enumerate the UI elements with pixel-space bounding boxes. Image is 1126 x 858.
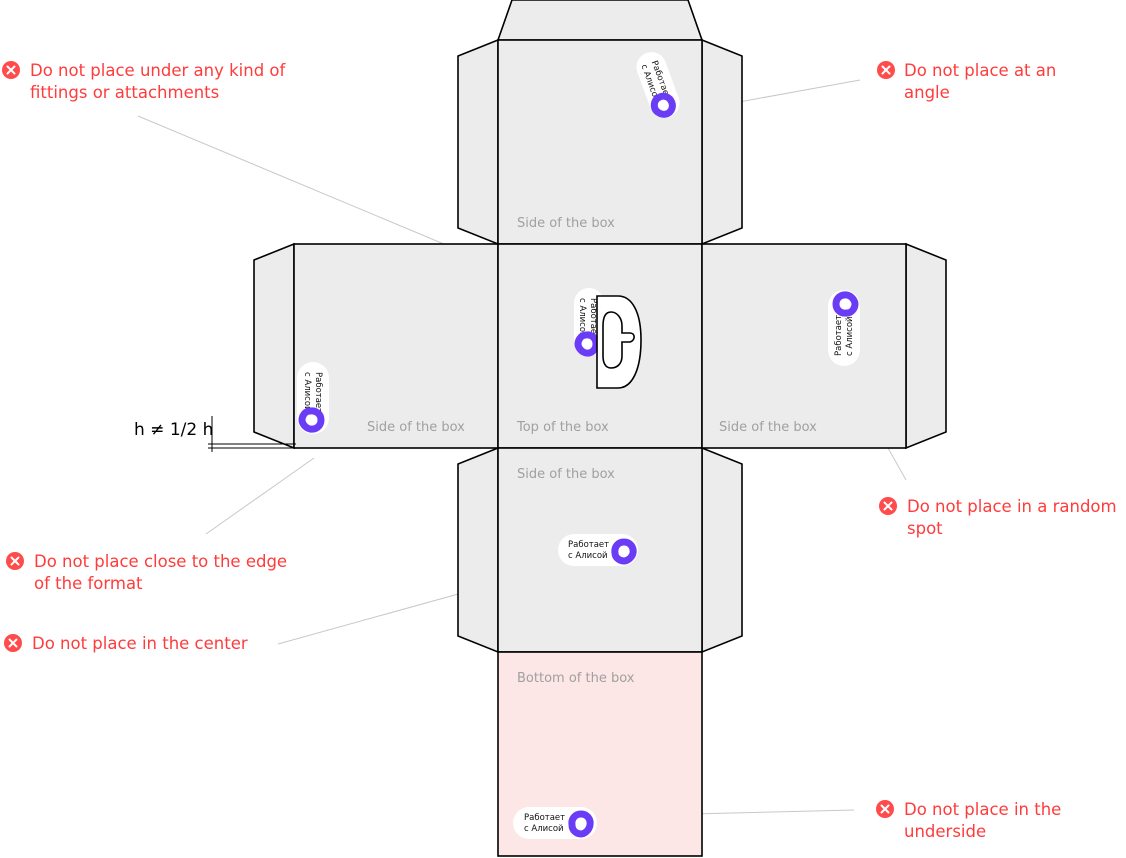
face-label-top: Top of the box xyxy=(516,420,609,435)
hanger-fitting-icon xyxy=(596,295,642,389)
hanger-slot xyxy=(602,311,635,369)
edge-measurement: h ≠ 1/2 h xyxy=(134,416,296,452)
panel-side-right xyxy=(701,243,907,449)
alice-logo-icon xyxy=(574,331,600,357)
warning-center: Do not place in the center xyxy=(4,634,248,653)
alice-logo-icon xyxy=(568,810,594,838)
badge-text-line1: Работает xyxy=(313,372,323,413)
warning-underside: Do not place in the underside xyxy=(876,800,1061,841)
badge-text-line1: Работает xyxy=(588,298,598,339)
badge-text-line2: с Алисой xyxy=(845,316,855,356)
warning-x-stroke xyxy=(8,638,18,648)
warning-text-line1: Do not place at an xyxy=(904,61,1056,80)
warning-x-stroke xyxy=(10,556,20,566)
warning-text-line2: fittings or attachments xyxy=(30,83,219,102)
badge-text-line2: с Алисой xyxy=(524,824,564,834)
warning-angle: Do not place at an angle xyxy=(877,61,1056,102)
warning-x-stroke xyxy=(6,65,16,75)
flaps xyxy=(253,0,947,654)
warning-text-line2: angle xyxy=(904,83,950,102)
face-label-side-lower: Side of the box xyxy=(517,467,615,482)
face-label-bottom: Bottom of the box xyxy=(517,671,635,686)
warning-random: Do not place in a random spot xyxy=(879,497,1117,538)
warning-text-line1: Do not place in the center xyxy=(32,634,248,653)
flap-lower-right xyxy=(701,446,743,654)
badge-text-line2: с Алисой xyxy=(302,372,312,412)
panels xyxy=(293,39,907,857)
face-label-side-right: Side of the box xyxy=(719,420,817,435)
warning-x-stroke xyxy=(880,804,890,814)
alice-logo-icon xyxy=(650,92,676,118)
face-label-side-left: Side of the box xyxy=(367,420,465,435)
alice-logo-icon xyxy=(611,538,637,565)
badge-edge: Работает с Алисой xyxy=(297,362,329,434)
flap-far-left xyxy=(253,242,295,450)
badge-text-line2: с Алисой xyxy=(568,551,608,561)
measurement-label: h ≠ 1/2 h xyxy=(134,420,213,440)
warning-x-stroke xyxy=(883,501,893,511)
leader-edge xyxy=(205,457,315,535)
badge-text-line2: с Алисой xyxy=(577,298,587,338)
flap-top xyxy=(496,0,704,41)
badge-text-line1: Работает xyxy=(568,540,609,550)
warning-text-line1: Do not place close to the edge xyxy=(34,552,287,571)
alice-logo-icon xyxy=(298,407,325,433)
badge-text-line1: Работает xyxy=(834,315,844,356)
warning-text-line2: underside xyxy=(904,822,986,841)
warning-text-line1: Do not place under any kind of xyxy=(30,61,287,80)
warning-text-line1: Do not place in a random xyxy=(907,497,1117,516)
face-labels: Side of the box Side of the box Top of t… xyxy=(367,216,817,686)
flap-lower-left xyxy=(457,446,499,654)
warning-fittings: Do not place under any kind of fittings … xyxy=(2,61,287,102)
badge-underside: Работает с Алисой xyxy=(513,807,597,839)
warning-text-line2: spot xyxy=(907,519,943,538)
flap-far-right xyxy=(905,242,947,450)
warning-edge: Do not place close to the edge of the fo… xyxy=(6,552,287,593)
badge-random: Работает с Алисой xyxy=(828,290,860,366)
warning-x-stroke xyxy=(881,65,891,75)
warning-text-line1: Do not place in the xyxy=(904,800,1061,819)
face-label-side-top: Side of the box xyxy=(517,216,615,231)
panel-side-top xyxy=(497,39,703,245)
badge-text-line1: Работает xyxy=(524,813,565,823)
badge-center: Работает с Алисой xyxy=(558,534,638,566)
flap-upper-right xyxy=(701,38,743,246)
flap-upper-left xyxy=(457,38,499,246)
alice-logo-icon xyxy=(832,291,859,317)
warning-text-line2: of the format xyxy=(34,574,143,593)
